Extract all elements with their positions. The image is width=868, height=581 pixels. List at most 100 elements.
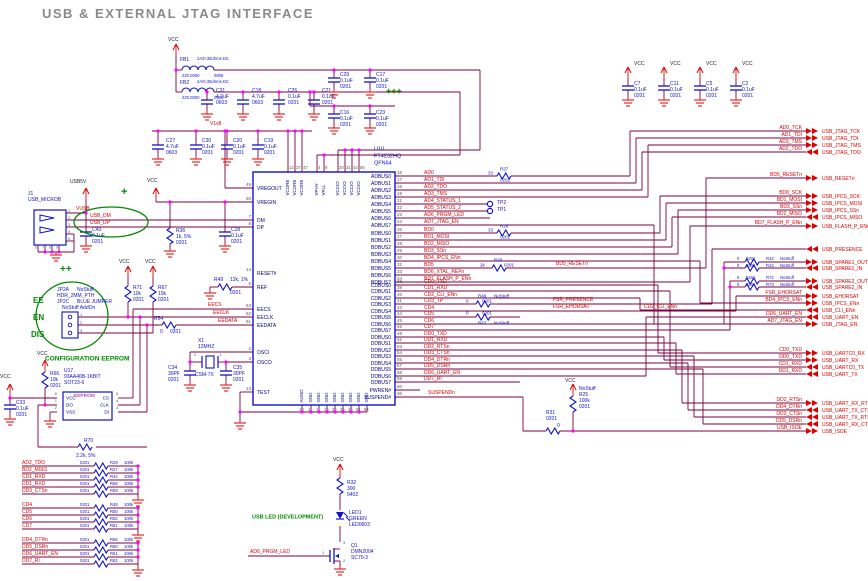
net-label: DD4_DTRn bbox=[776, 404, 802, 410]
junction-dot bbox=[241, 90, 245, 94]
vcc-arrow-icon bbox=[41, 359, 46, 367]
refdes-label: R72 bbox=[766, 275, 774, 280]
junction-dot bbox=[50, 250, 54, 254]
resistor-symbol bbox=[93, 468, 109, 478]
refdes-label: R48 bbox=[110, 502, 118, 507]
refdes-label: 0201 bbox=[80, 467, 90, 472]
led-symbol bbox=[345, 516, 351, 522]
offpage-connector-out-icon bbox=[812, 142, 818, 148]
refdes-label: 0201 bbox=[80, 551, 90, 556]
pin-name: CDBUS6 bbox=[371, 322, 392, 328]
net-label: USB_UART_TX_CTSn bbox=[822, 408, 868, 414]
refdes-label: 0201 bbox=[482, 299, 493, 304]
resistor-symbol bbox=[475, 312, 491, 322]
net-label: USB_SPARE1_OUT bbox=[822, 260, 868, 266]
resistor-symbol bbox=[496, 171, 512, 181]
net-label: AD5_STATUS_2 bbox=[424, 205, 461, 211]
vcc-arrow-icon bbox=[85, 187, 90, 195]
pin-name: DDBUS4 bbox=[371, 361, 392, 367]
refdes-label: 0201 bbox=[233, 150, 244, 156]
pin-number: 1 bbox=[219, 352, 222, 357]
net-label: BD2_MISO bbox=[777, 211, 802, 217]
junction-dot bbox=[8, 396, 12, 400]
pin-number: 23 bbox=[397, 212, 403, 217]
offpage-connector-out-icon bbox=[812, 278, 818, 284]
resistor-symbol bbox=[93, 489, 109, 499]
offpage-connector-out-icon bbox=[812, 128, 818, 134]
pin-name: DDBUS6 bbox=[371, 374, 392, 380]
refdes-label: 0201 bbox=[233, 377, 244, 383]
pin-number: 42 bbox=[353, 165, 358, 170]
pin-number: 5 bbox=[116, 391, 119, 396]
pin-name: DDBUS7 bbox=[371, 380, 392, 386]
pin-number: 6 bbox=[35, 246, 37, 250]
junction-dot bbox=[357, 148, 361, 152]
pin-name: GND bbox=[364, 392, 369, 403]
refdes-label: C23 bbox=[376, 110, 385, 116]
offpage-connector-out-icon bbox=[806, 428, 812, 434]
refdes-label: FB2 bbox=[180, 80, 189, 86]
refdes-label: R52 bbox=[110, 516, 118, 521]
ferrite-bead-symbol bbox=[181, 87, 215, 93]
net-label: AD2_TDO bbox=[22, 460, 45, 466]
refdes-label: C26 bbox=[288, 88, 297, 94]
refdes-label: R59 bbox=[110, 488, 118, 493]
net-label: CD1_RXD bbox=[22, 474, 46, 480]
offpage-connector-in-icon bbox=[812, 246, 818, 252]
pin-name: VCCIO bbox=[349, 181, 354, 196]
jp2-jumper bbox=[61, 311, 79, 339]
pin-name: BDBUS5 bbox=[371, 266, 391, 272]
net-label: DD2_RTSn bbox=[424, 344, 450, 350]
resistor-symbol bbox=[93, 510, 109, 520]
pin-number: 55 bbox=[397, 357, 403, 362]
pin-number: 56 bbox=[360, 165, 365, 170]
refdes-label: 2A/0.35ohms DC bbox=[197, 56, 229, 61]
net-label: FSR_EHORSAT bbox=[765, 290, 802, 296]
refdes-label: 0201 bbox=[288, 100, 299, 106]
refdes-label: HDR_2MM_PTH bbox=[57, 293, 95, 299]
resistor-symbol bbox=[496, 228, 512, 238]
pin-number: 20 bbox=[339, 165, 344, 170]
annotation-label: USB LED (DEVELOPMENT) bbox=[252, 515, 323, 521]
refdes-label: R71 bbox=[133, 285, 142, 291]
junction-dot bbox=[136, 506, 140, 510]
net-label: AD6_PRGM_LED bbox=[250, 549, 290, 555]
net-label: USB_UART_TX_RTSn bbox=[822, 415, 868, 421]
junction-dot bbox=[223, 129, 227, 133]
refdes-label: C7 bbox=[634, 81, 641, 87]
junction-dot bbox=[343, 148, 347, 152]
net-label: DD3_CTSn bbox=[22, 488, 48, 494]
refdes-label: GREEN bbox=[349, 516, 367, 522]
junction-dot bbox=[571, 429, 575, 433]
annotation-circle bbox=[35, 281, 109, 351]
power-label: VCC bbox=[706, 61, 717, 67]
offpage-connector-out-icon bbox=[812, 293, 818, 299]
pin-number: 29 bbox=[397, 248, 403, 253]
refdes-label: 0201 bbox=[50, 383, 61, 389]
offpage-connector-in-icon bbox=[812, 307, 818, 313]
pin-number: 45 bbox=[397, 318, 403, 323]
pin-number: 4 bbox=[318, 165, 321, 170]
refdes-label: 0201 bbox=[746, 282, 756, 287]
vcc-arrow-icon bbox=[152, 187, 157, 195]
net-label: DD6_UART_EN bbox=[424, 370, 460, 376]
refdes-label: 0.1uF bbox=[92, 233, 105, 239]
pin-name: AGND bbox=[299, 389, 304, 403]
net-label: DD7_RI bbox=[424, 376, 442, 382]
net-label: USB_SPARE2_OUT bbox=[822, 279, 868, 285]
annotation-label: ++ bbox=[60, 264, 72, 275]
vcc-arrow-icon bbox=[149, 265, 154, 273]
net-label: AD0_TCK bbox=[779, 125, 802, 131]
jumper-pin-icon bbox=[67, 330, 73, 336]
net-label: AD4_STATUS_1 bbox=[424, 198, 461, 204]
vcc-arrow-icon bbox=[339, 463, 344, 471]
pin-number: 61 bbox=[246, 319, 252, 324]
annotation-label: +++ bbox=[386, 86, 402, 96]
refdes-label: NoStuff bbox=[780, 275, 795, 280]
power-label: VCC bbox=[742, 61, 753, 67]
refdes-label: 0201 bbox=[746, 263, 756, 268]
power-label: VCC bbox=[0, 374, 11, 380]
net-label: USB_DP bbox=[90, 220, 111, 226]
refdes-label: 0201 bbox=[500, 235, 511, 240]
